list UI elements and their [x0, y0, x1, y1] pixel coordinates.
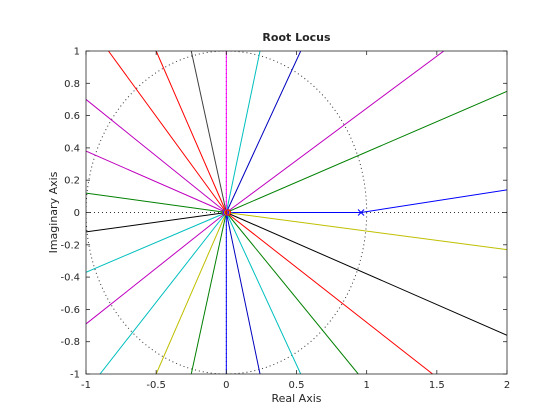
y-tick-label: -1	[70, 370, 80, 381]
x-tick-label: -1	[81, 380, 91, 391]
locus-branch-14	[86, 212, 227, 233]
x-tick-label: 0	[223, 380, 229, 391]
y-axis-ticks: -1 -0.8 -0.6 -0.4 -0.2 0 0.2 0.4 0.6 0.8 1	[60, 47, 507, 381]
x-axis-ticks: -1 -0.5 0 0.5 1 1.5 2	[81, 51, 510, 391]
y-tick-label: 1	[74, 47, 80, 58]
locus-branch-8	[190, 51, 227, 213]
unit-circle	[86, 51, 368, 374]
y-tick-label: 0.4	[64, 143, 80, 154]
locus-branch-11	[86, 99, 227, 213]
locus-branch-19	[190, 212, 227, 374]
locus-branch-9	[155, 51, 227, 213]
y-tick-label: -0.2	[60, 240, 80, 251]
locus-branch-16	[86, 212, 227, 325]
locus-branch-10	[108, 51, 227, 213]
x-tick-label: 0.5	[289, 380, 305, 391]
locus-branch-6	[225, 51, 261, 213]
locus-branch-12	[86, 150, 227, 213]
locus-branch-23	[225, 212, 359, 374]
y-tick-label: 0	[74, 208, 80, 219]
y-tick-label: 0.6	[64, 111, 80, 122]
locus-branch-18	[155, 212, 227, 374]
pole-marker-1	[357, 209, 365, 216]
locus-branch-21	[225, 212, 261, 374]
y-tick-label: -0.6	[60, 305, 80, 316]
x-tick-label: 1.5	[429, 380, 445, 391]
locus-branch-4	[226, 51, 445, 213]
locus-branch-25	[226, 212, 507, 336]
y-tick-label: -0.4	[60, 273, 80, 284]
x-tick-label: 1	[363, 380, 369, 391]
locus-branch-13	[86, 192, 227, 213]
locus-branch-22	[225, 212, 302, 374]
locus-branch-15	[86, 212, 227, 273]
locus-branch-26	[226, 212, 507, 251]
y-tick-label: 0.2	[64, 176, 80, 187]
pole-markers	[221, 209, 365, 216]
reference-lines	[86, 51, 507, 374]
y-tick-label: -0.8	[60, 337, 80, 348]
y-axis-label: Imaginary Axis	[47, 171, 60, 253]
locus-branch-24	[226, 212, 433, 374]
locus-branch-5	[225, 51, 302, 213]
locus-branch-3	[226, 90, 507, 213]
origin-pole-cluster	[221, 209, 232, 216]
x-tick-label: 2	[504, 380, 510, 391]
locus-branch-17	[99, 212, 227, 374]
x-axis-label: Real Axis	[271, 392, 321, 405]
locus-branch-1	[360, 189, 507, 213]
chart-title: Root Locus	[262, 31, 331, 44]
x-tick-label: -0.5	[146, 380, 166, 391]
y-tick-label: 0.8	[64, 79, 80, 90]
locus-branches	[86, 51, 507, 374]
